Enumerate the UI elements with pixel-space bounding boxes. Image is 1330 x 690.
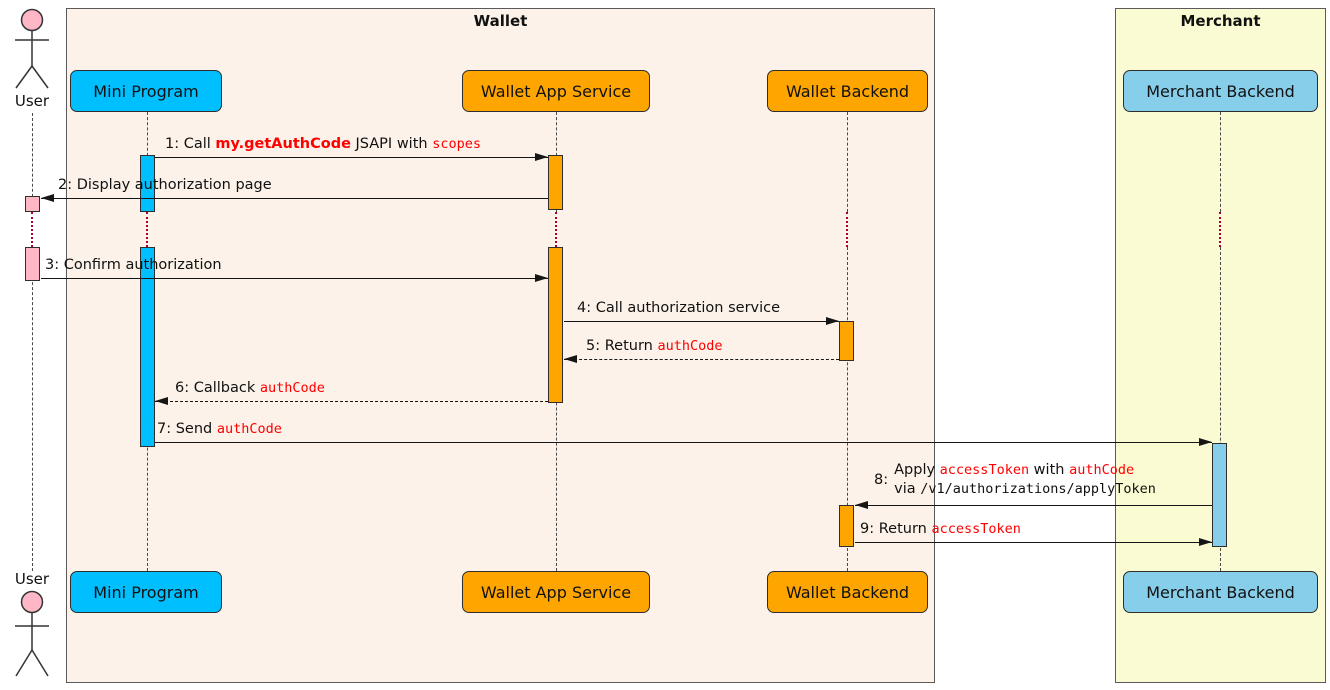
message-2-arrow	[41, 198, 548, 199]
user-actor-label-top: User	[14, 92, 50, 110]
message-8-label: 8: Apply accessToken with authCode via /…	[874, 461, 1156, 499]
lifeline-merchant-backend	[1220, 112, 1221, 212]
arrowhead-left-icon	[855, 501, 868, 509]
message-5-code: authCode	[657, 338, 723, 354]
lifeline-user	[32, 247, 33, 571]
lifeline-merchant-backend	[1220, 247, 1221, 571]
message-5-arrow	[564, 359, 839, 360]
lifeline-user	[32, 113, 33, 212]
arrowhead-left-icon	[564, 355, 577, 363]
message-9-code: accessToken	[931, 521, 1021, 537]
arrowhead-left-icon	[41, 194, 54, 202]
message-3-text: 3: Confirm authorization	[45, 257, 222, 273]
activation-wallet-app-service-2	[548, 247, 563, 403]
participant-wallet-app-service-bottom: Wallet App Service	[462, 571, 650, 613]
message-1-code: scopes	[432, 136, 481, 152]
participant-mini-program-top: Mini Program	[70, 70, 222, 112]
delay-dots-mini-program	[146, 212, 148, 247]
delay-dots-wallet-app-service	[555, 212, 557, 247]
arrowhead-right-icon	[1199, 438, 1212, 446]
lifeline-wallet-app-service	[556, 247, 557, 571]
message-2-label: 2: Display authorization page	[58, 176, 272, 195]
message-9-arrow	[855, 542, 1212, 543]
message-8-text: with	[1029, 462, 1070, 478]
message-4-label: 4: Call authorization service	[577, 299, 780, 318]
message-4-arrow	[564, 321, 839, 322]
arrowhead-right-icon	[826, 317, 839, 325]
lifeline-wallet-backend	[847, 112, 848, 212]
message-8-path: /v1/authorizations/applyToken	[920, 481, 1156, 497]
message-8-code: authCode	[1069, 462, 1135, 478]
arrowhead-right-icon	[535, 274, 548, 282]
activation-wallet-app-service-1	[548, 155, 563, 210]
activation-merchant-backend	[1212, 443, 1227, 547]
participant-wallet-backend-bottom: Wallet Backend	[767, 571, 928, 613]
message-6-code: authCode	[259, 380, 325, 396]
message-3-label: 3: Confirm authorization	[45, 256, 222, 275]
participant-merchant-backend-top: Merchant Backend	[1123, 70, 1318, 112]
activation-mini-program-1	[140, 155, 155, 212]
message-8-text: Apply	[894, 462, 940, 478]
activation-mini-program-2	[140, 247, 155, 447]
message-6-text: 6: Callback	[175, 380, 260, 396]
delay-dots-merchant-backend	[1219, 212, 1221, 247]
message-9-text: 9: Return	[860, 521, 932, 537]
message-8-code: accessToken	[939, 462, 1030, 478]
activation-user-1	[25, 196, 40, 212]
message-7-arrow	[155, 442, 1212, 443]
wallet-frame-title: Wallet	[473, 12, 528, 30]
arrowhead-right-icon	[1199, 538, 1212, 546]
message-2-text: 2: Display authorization page	[58, 177, 272, 193]
message-8-text: via	[894, 481, 921, 497]
message-9-label: 9: Return accessToken	[860, 520, 1021, 539]
message-6-label: 6: Callback authCode	[175, 379, 325, 398]
message-7-label: 7: Send authCode	[157, 420, 282, 439]
message-6-arrow	[155, 401, 548, 402]
participant-merchant-backend-bottom: Merchant Backend	[1123, 571, 1318, 613]
message-1-arrow	[155, 157, 548, 158]
message-8-number: 8:	[874, 471, 889, 488]
activation-wallet-backend-1	[839, 321, 854, 361]
user-actor-figure-top	[15, 8, 49, 89]
lifeline-wallet-backend	[847, 247, 848, 571]
delay-dots-wallet-backend	[846, 212, 848, 247]
user-actor-label-bottom: User	[14, 570, 50, 588]
delay-dots-user	[31, 212, 33, 247]
activation-wallet-backend-2	[839, 505, 854, 547]
message-1-label: 1: Call my.getAuthCode JSAPI with scopes	[165, 135, 481, 154]
message-1-text: JSAPI with	[350, 136, 433, 152]
participant-wallet-app-service-top: Wallet App Service	[462, 70, 650, 112]
user-actor-figure-bottom	[15, 590, 49, 677]
message-5-text: 5: Return	[586, 338, 658, 354]
message-3-arrow	[41, 278, 548, 279]
arrowhead-left-icon	[155, 397, 168, 405]
message-7-code: authCode	[216, 421, 282, 437]
message-4-text: 4: Call authorization service	[577, 300, 781, 316]
message-5-label: 5: Return authCode	[586, 337, 722, 356]
participant-wallet-backend-top: Wallet Backend	[767, 70, 928, 112]
message-7-text: 7: Send	[157, 421, 217, 437]
arrowhead-right-icon	[535, 153, 548, 161]
activation-user-2	[25, 247, 40, 281]
participant-mini-program-bottom: Mini Program	[70, 571, 222, 613]
message-1-code: my.getAuthCode	[215, 136, 351, 152]
wallet-frame: Wallet	[66, 8, 935, 683]
message-8-arrow	[855, 505, 1212, 506]
merchant-frame-title: Merchant	[1180, 12, 1261, 30]
message-1-text: 1: Call	[165, 136, 216, 152]
